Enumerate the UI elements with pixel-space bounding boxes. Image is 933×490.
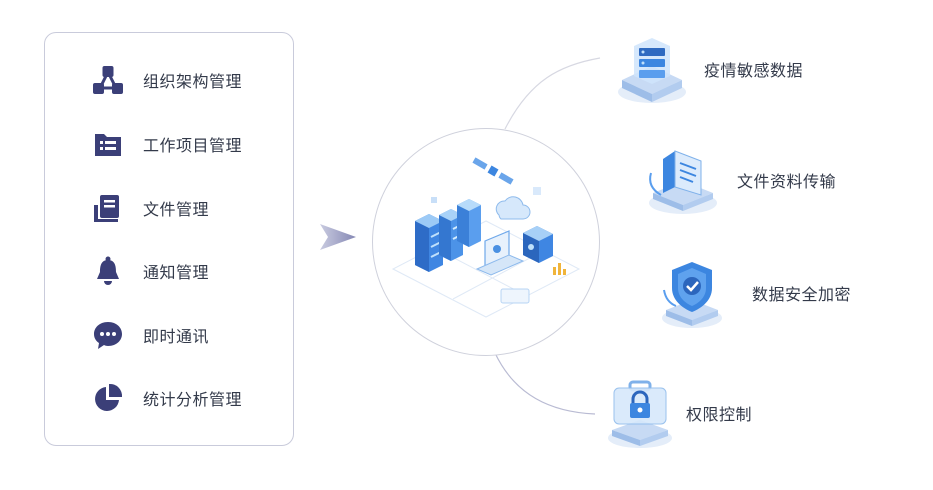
shield-check-icon [662, 262, 722, 328]
menu-item-notifications[interactable]: 通知管理 [91, 251, 209, 291]
menu-item-label: 文件管理 [143, 200, 210, 219]
chat-bubble-icon [91, 318, 125, 352]
file-transfer-icon [649, 150, 717, 214]
feature-file-transfer[interactable]: 文件资料传输 [643, 143, 836, 217]
feature-data-encryption[interactable]: 数据安全加密 [652, 256, 851, 330]
menu-item-label: 工作项目管理 [143, 136, 243, 155]
menu-item-work-projects[interactable]: 工作项目管理 [91, 124, 242, 164]
menu-item-label: 通知管理 [143, 263, 210, 282]
laptop-icon [475, 230, 525, 276]
data-center-illustration [391, 157, 581, 318]
menu-item-org-structure[interactable]: 组织架构管理 [91, 60, 242, 100]
menu-item-label: 统计分析管理 [143, 390, 243, 409]
menu-item-instant-messaging[interactable]: 即时通讯 [91, 315, 209, 355]
feature-sensitive-data[interactable]: 疫情敏感数据 [612, 32, 803, 106]
data-center-hub [372, 128, 600, 356]
menu-item-label: 组织架构管理 [143, 72, 243, 91]
org-chart-icon [91, 63, 125, 97]
folder-list-icon [91, 127, 125, 161]
bell-icon [91, 254, 125, 288]
secure-box-icon [523, 226, 553, 263]
pie-chart-icon [91, 381, 125, 415]
lock-briefcase-icon [608, 380, 672, 448]
feature-label: 疫情敏感数据 [704, 61, 804, 80]
feature-menu-panel [44, 32, 294, 446]
feature-label: 文件资料传输 [737, 172, 837, 191]
document-icon [91, 191, 125, 225]
server-rack-icon [415, 214, 443, 272]
feature-access-control[interactable]: 权限控制 [600, 376, 752, 450]
flow-arrow-icon [320, 224, 356, 250]
feature-label: 数据安全加密 [752, 285, 852, 304]
menu-item-statistics[interactable]: 统计分析管理 [91, 378, 242, 418]
satellite-icon [472, 157, 514, 185]
menu-item-label: 即时通讯 [143, 327, 210, 346]
database-server-icon [618, 38, 686, 103]
menu-item-file-management[interactable]: 文件管理 [91, 188, 209, 228]
cloud-icon [495, 196, 531, 220]
feature-label: 权限控制 [686, 405, 753, 424]
